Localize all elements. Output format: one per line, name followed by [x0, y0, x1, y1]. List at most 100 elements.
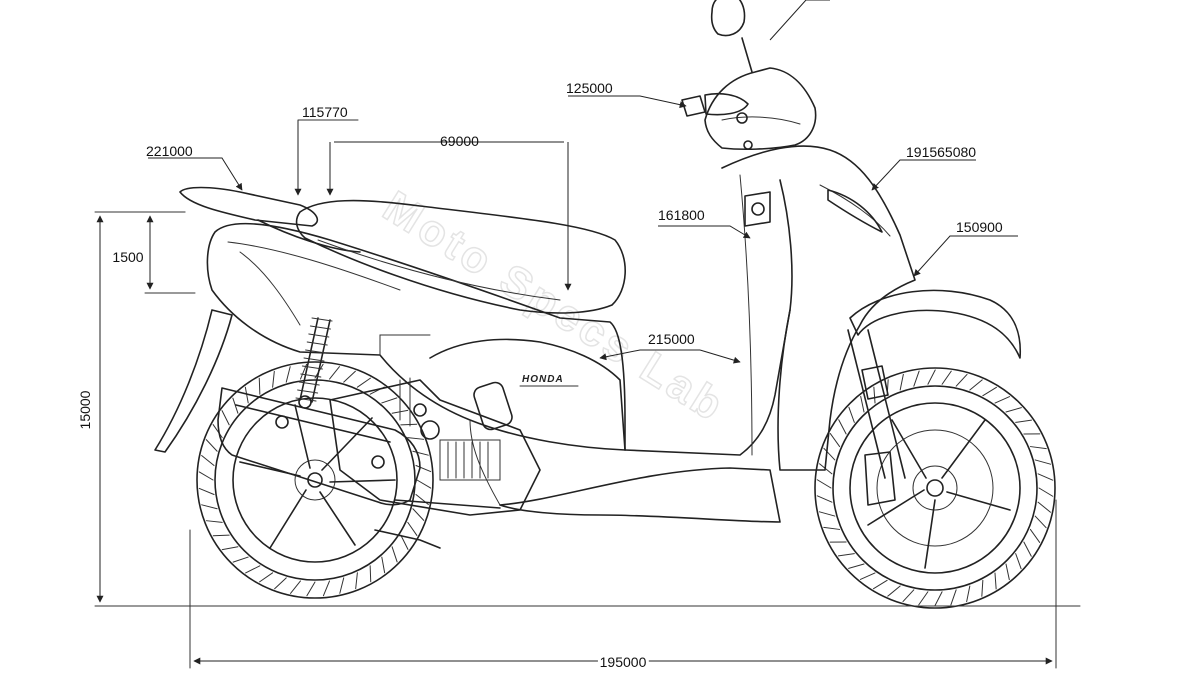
tread-mark — [838, 419, 847, 435]
tread-mark — [1037, 473, 1054, 481]
tread-mark — [969, 379, 983, 391]
tread-mark — [290, 580, 301, 594]
tread-mark — [887, 585, 901, 597]
tread-mark — [245, 565, 261, 574]
tread-mark — [1034, 459, 1052, 465]
tread-mark — [950, 589, 957, 606]
tread-mark — [381, 556, 386, 574]
tread-mark — [198, 487, 215, 496]
tread-mark — [1029, 528, 1041, 543]
tread-mark — [400, 534, 409, 550]
tread-mark — [816, 495, 833, 503]
tread-mark — [407, 521, 418, 536]
tread-mark — [981, 579, 984, 597]
front-wheel — [814, 367, 1056, 609]
front-fender — [849, 289, 1022, 359]
rear-wheel — [196, 361, 434, 599]
tread-mark — [232, 556, 249, 563]
tread-mark — [1015, 553, 1022, 570]
tread-mark — [221, 410, 230, 426]
brand-badge: HONDA — [522, 374, 564, 385]
tread-mark — [232, 397, 239, 414]
rear-shock — [295, 317, 333, 409]
tread-mark — [873, 386, 876, 404]
label-front-fender: 150900 — [956, 219, 1003, 235]
rear-fender — [154, 309, 233, 453]
tread-mark — [829, 433, 841, 448]
tread-mark — [1034, 515, 1047, 529]
tread-mark — [816, 479, 832, 489]
tread-mark — [918, 591, 929, 606]
tread-mark — [258, 377, 261, 395]
tread-mark — [837, 553, 855, 557]
tread-mark — [355, 572, 358, 590]
tread-mark — [272, 370, 275, 388]
tread-mark — [212, 424, 223, 439]
tread-mark — [848, 563, 865, 569]
tread-mark — [1015, 419, 1033, 423]
tread-mark — [1037, 501, 1051, 513]
label-rear-height: 1500 — [112, 249, 143, 265]
tread-mark — [212, 534, 230, 537]
tread-mark — [407, 437, 425, 440]
tread-mark — [306, 581, 316, 597]
tread-mark — [285, 366, 291, 383]
tread-mark — [848, 406, 855, 423]
tread-mark — [1038, 487, 1054, 497]
tread-mark — [343, 370, 356, 383]
tread-mark — [339, 577, 345, 594]
tread-mark — [381, 397, 398, 404]
tread-mark — [274, 577, 287, 590]
tread-mark — [982, 386, 997, 397]
label-rack-offset: 115770 — [302, 104, 348, 120]
tread-mark — [859, 572, 876, 580]
tread-mark — [927, 369, 936, 385]
tread-mark — [369, 565, 372, 583]
tread-mark — [415, 464, 432, 473]
tread-mark — [899, 373, 904, 391]
tread-mark — [259, 572, 274, 583]
tread-mark — [205, 439, 218, 452]
tread-mark — [412, 450, 429, 456]
exhaust-muffler — [217, 387, 501, 549]
tread-mark — [329, 366, 340, 380]
tread-mark — [1005, 563, 1010, 581]
tread-mark — [201, 504, 218, 510]
tread-mark — [873, 579, 888, 590]
label-overall-height: 15000 — [77, 390, 93, 429]
tread-mark — [400, 423, 418, 426]
scooter-body: HONDA — [179, 0, 916, 523]
label-seat-length: 69000 — [440, 133, 479, 149]
tread-mark — [391, 546, 398, 563]
tread-mark — [994, 396, 1011, 404]
tread-mark — [818, 511, 836, 517]
label-rack-width: 221000 — [146, 143, 193, 159]
label-leg-shield: 161800 — [658, 207, 705, 223]
tread-mark — [244, 386, 249, 404]
tread-mark — [205, 520, 223, 523]
dimension-labels: 221000 115770 69000 125000 191565080 161… — [77, 80, 1003, 673]
tread-mark — [416, 479, 432, 489]
tread-mark — [1023, 541, 1032, 557]
tread-mark — [198, 471, 214, 481]
front-fork — [847, 329, 906, 479]
tread-mark — [934, 591, 943, 607]
tread-mark — [412, 508, 425, 521]
engine-unit — [329, 377, 541, 516]
tread-mark — [1005, 407, 1022, 413]
tread-mark — [823, 526, 841, 530]
label-front-cowl: 191565080 — [906, 144, 976, 160]
tread-mark — [322, 580, 331, 597]
label-handlebar: 125000 — [566, 80, 613, 96]
tread-mark — [201, 455, 215, 466]
tread-mark — [941, 370, 952, 385]
tread-mark — [966, 585, 971, 603]
tread-mark — [955, 373, 968, 387]
tread-mark — [221, 546, 239, 551]
tread-mark — [860, 395, 865, 413]
tread-mark — [994, 572, 997, 590]
tread-mark — [823, 447, 836, 461]
label-floorboard: 215000 — [648, 331, 695, 347]
